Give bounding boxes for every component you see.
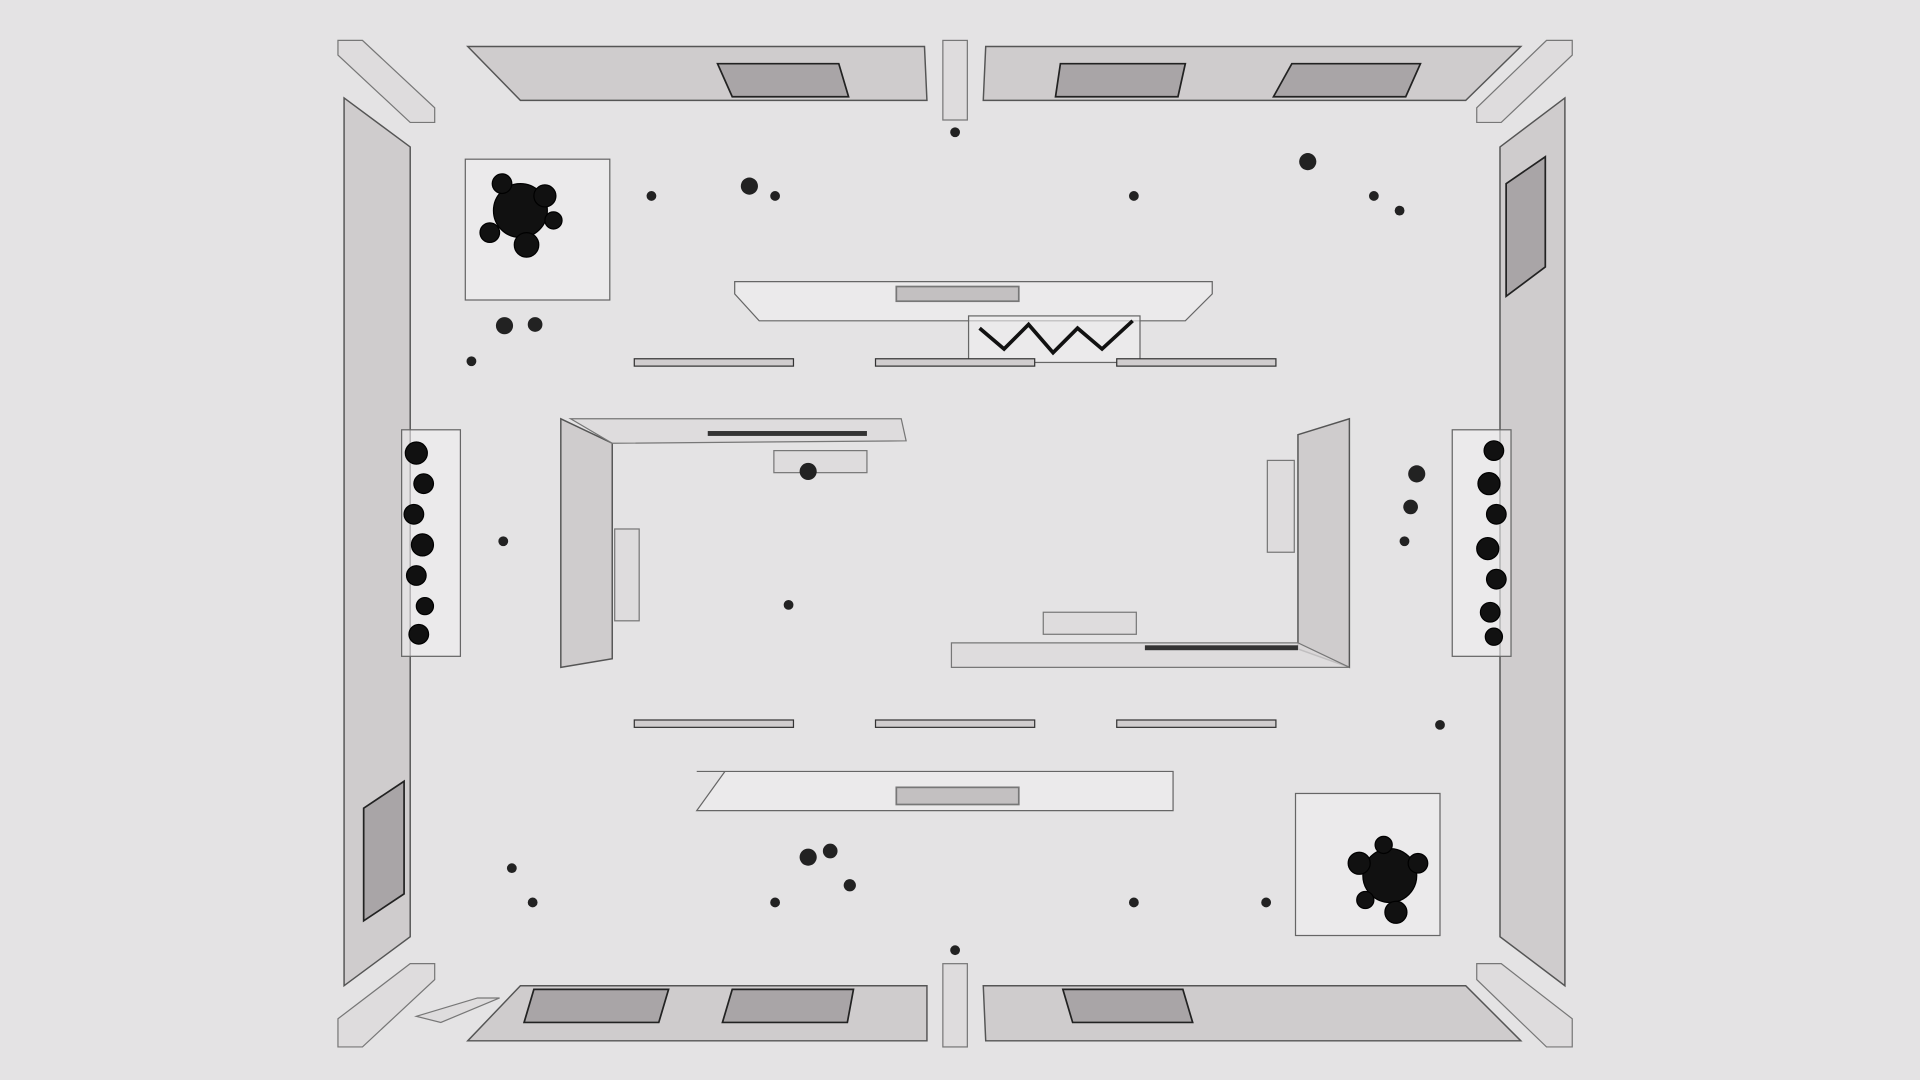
benches [633, 358, 1277, 728]
display-cases [401, 158, 1512, 937]
spotlights [466, 127, 1445, 956]
sculptures [403, 153, 1507, 924]
corner-pillars [337, 39, 1573, 1048]
outer-walls [343, 45, 1566, 1042]
